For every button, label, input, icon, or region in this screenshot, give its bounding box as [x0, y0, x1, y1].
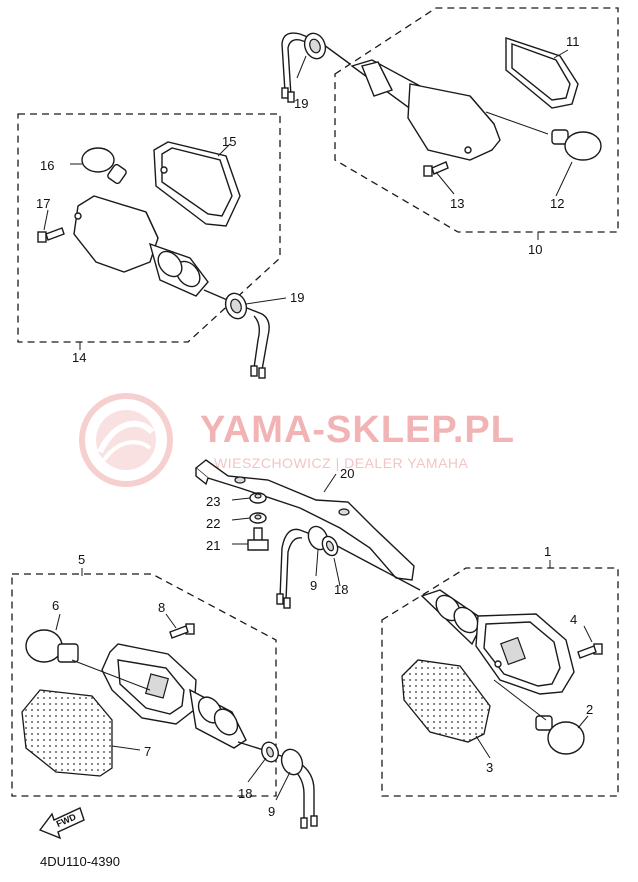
callout-17: 17 — [36, 196, 50, 211]
screw-8 — [169, 623, 195, 639]
signal-housing-left-bottom — [101, 643, 247, 749]
callout-15: 15 — [222, 134, 236, 149]
callout-21: 21 — [206, 538, 220, 553]
group-1-boundary — [381, 567, 619, 797]
callout-22: 22 — [206, 516, 220, 531]
group-10-boundary — [334, 7, 619, 233]
callout-5: 5 — [78, 552, 85, 567]
group-5-front-left-signal: 6 8 5 7 18 9 — [11, 552, 318, 829]
wire-harness-9-middle — [276, 525, 421, 609]
callout-20: 20 — [340, 466, 354, 481]
screw-13 — [423, 161, 449, 177]
signal-housing-top — [350, 59, 501, 161]
callout-10: 10 — [528, 242, 542, 257]
callout-2: 2 — [586, 702, 593, 717]
callout-9-middle: 9 — [310, 578, 317, 593]
callout-3: 3 — [486, 760, 493, 775]
callout-8: 8 — [158, 600, 165, 615]
watermark-title: YAMA-SKLEP.PL — [200, 409, 515, 451]
callout-18-bottom: 18 — [238, 786, 252, 801]
bulb-6 — [25, 629, 79, 663]
nut-23 — [249, 492, 267, 504]
lens-11 — [505, 37, 579, 109]
washer-22 — [249, 512, 267, 524]
callout-12: 12 — [550, 196, 564, 211]
callout-11: 11 — [566, 34, 580, 49]
bulb-2 — [535, 715, 585, 755]
callout-4: 4 — [570, 612, 577, 627]
drawing-code: 4DU110-4390 — [40, 854, 120, 869]
callout-18-middle: 18 — [334, 582, 348, 597]
callout-6: 6 — [52, 598, 59, 613]
group-5-boundary — [11, 573, 277, 797]
screw-4 — [577, 643, 603, 659]
callout-1: 1 — [544, 544, 551, 559]
bracket-20-assembly: 23 22 21 20 9 18 — [194, 459, 421, 609]
wire-harness-9-bottom — [237, 741, 318, 829]
bulb-12 — [551, 129, 602, 161]
bulb-16 — [81, 147, 127, 185]
watermark-logo — [79, 393, 173, 487]
group-1-front-right-signal: 1 4 2 3 — [381, 544, 619, 797]
callout-9-bottom: 9 — [268, 804, 275, 819]
signal-housing-right-bottom — [420, 589, 575, 695]
callout-7: 7 — [144, 744, 151, 759]
fwd-arrow-icon: FWD — [38, 807, 85, 840]
callout-23: 23 — [206, 494, 220, 509]
group-14-rear-left-signal: 16 15 17 19 14 — [17, 113, 304, 379]
watermark: YAMA-SKLEP.PL WIESZCHOWICZ | DEALER YAMA… — [79, 393, 515, 487]
wire-harness-19-top — [281, 32, 351, 103]
lens-3 — [401, 659, 491, 743]
callout-13: 13 — [450, 196, 464, 211]
signal-housing-left-top — [73, 195, 209, 297]
wire-harness-19-left — [203, 289, 270, 379]
group-10-rear-right-signal: 19 11 12 13 10 — [281, 7, 619, 257]
watermark-subtitle: WIESZCHOWICZ | DEALER YAMAHA — [214, 455, 469, 471]
callout-14: 14 — [72, 350, 86, 365]
bolt-21 — [247, 527, 269, 551]
screw-17 — [37, 227, 65, 243]
lens-7 — [21, 689, 113, 777]
lens-15 — [153, 141, 241, 227]
callout-19-left: 19 — [290, 290, 304, 305]
callout-19-top: 19 — [294, 96, 308, 111]
callout-16: 16 — [40, 158, 54, 173]
bracket-20 — [194, 459, 415, 581]
